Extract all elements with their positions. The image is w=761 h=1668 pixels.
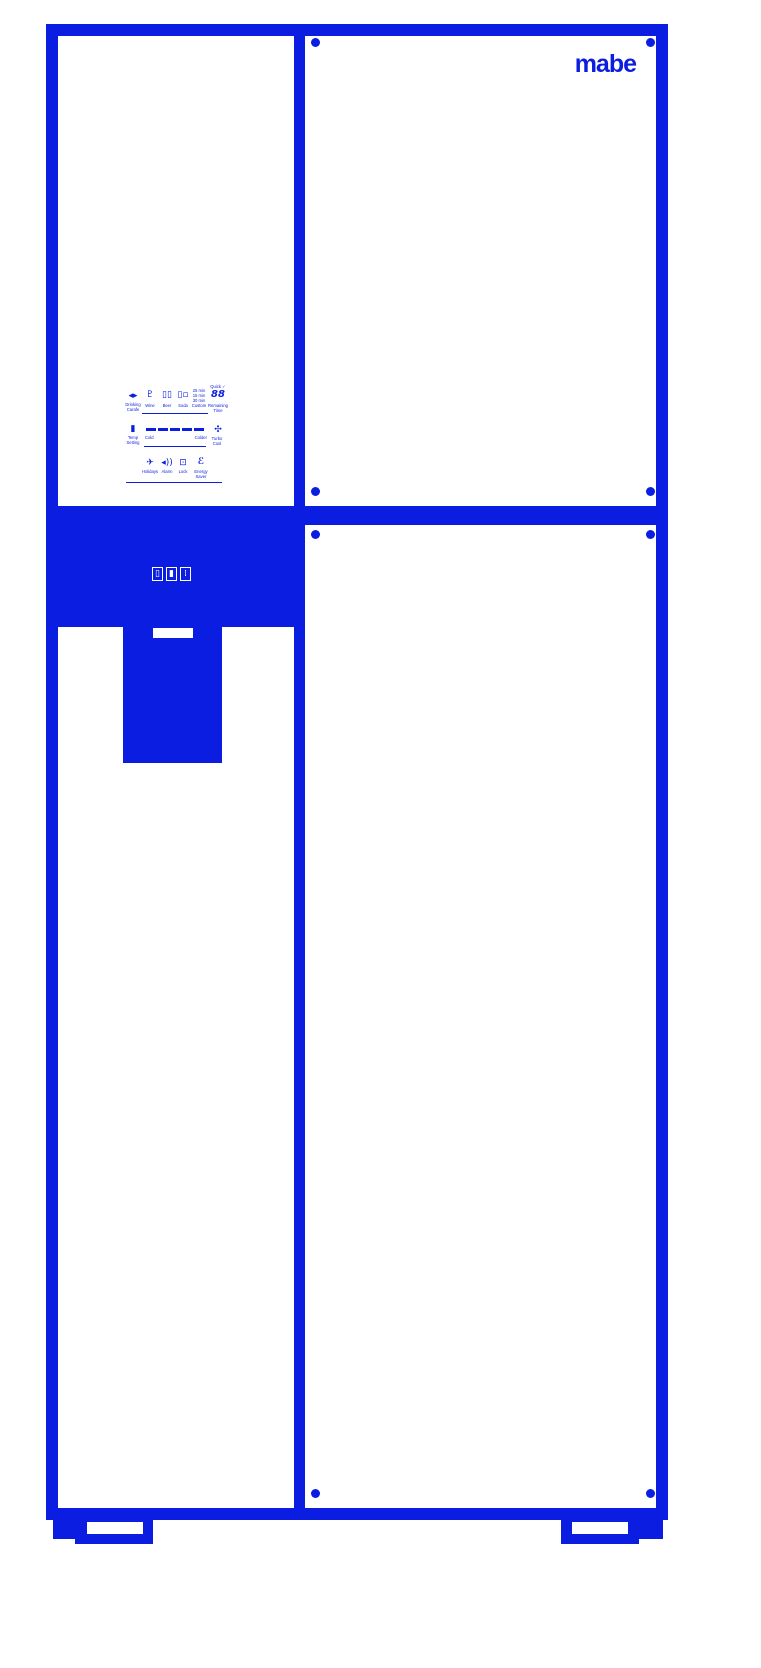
soda-icon[interactable]: ▯▫ xyxy=(177,390,189,400)
dispenser-spout xyxy=(153,628,193,638)
foot-right-lower xyxy=(561,1536,639,1544)
alarm-icon[interactable]: ◂)) xyxy=(161,458,173,468)
holidays-icon[interactable]: ✈ xyxy=(146,458,154,468)
foot-left-slot xyxy=(87,1522,143,1534)
cold-label: Cold xyxy=(145,435,154,440)
drinking-water-icon[interactable]: ◂▸ xyxy=(128,391,138,401)
crushed-ice-button[interactable]: ⁞ xyxy=(180,567,191,581)
wine-label: Wine xyxy=(145,403,155,408)
screw-top-left xyxy=(311,530,320,539)
colder-label: Colder xyxy=(194,435,207,440)
remaining-time-label: Remaining Time xyxy=(207,403,229,413)
temp-setting-icon[interactable]: ▮ xyxy=(130,424,136,434)
row2-divider xyxy=(144,446,206,447)
custom-label: Custom xyxy=(191,403,207,408)
screw-bottom-left xyxy=(311,1489,320,1498)
soda-label: Soda xyxy=(178,403,188,408)
control-panel: ◂▸ Drinking Carafe ♇ Wine ▯▯ Beer ▯▫ Sod… xyxy=(120,384,230,484)
temp-setting-label: Temp Setting xyxy=(126,435,140,445)
brand-logo: mabe xyxy=(574,50,637,78)
screw-bottom-left xyxy=(311,487,320,496)
temp-segment-5 xyxy=(194,428,204,431)
screw-top-left xyxy=(311,38,320,47)
dispenser-buttons: ▯ ▮ ⁞ xyxy=(152,567,194,583)
fridge-lower-door[interactable] xyxy=(305,525,656,1508)
custom-option-2: 15 min xyxy=(192,393,206,398)
screw-bottom-right xyxy=(646,1489,655,1498)
turbo-cool-icon[interactable]: ✣ xyxy=(214,425,222,435)
wine-icon[interactable]: ♇ xyxy=(145,390,155,400)
foot-right-slot xyxy=(572,1522,628,1534)
lock-label: Lock xyxy=(178,469,188,474)
screw-top-right xyxy=(646,530,655,539)
remaining-time-display: 88 xyxy=(211,389,225,400)
foot-left-lower xyxy=(75,1536,153,1544)
temp-segment-2 xyxy=(158,428,168,431)
energy-saver-icon[interactable]: ℰ xyxy=(197,457,205,467)
lock-icon[interactable]: ⊡ xyxy=(179,458,187,468)
water-button[interactable]: ▯ xyxy=(152,567,163,581)
beer-icon[interactable]: ▯▯ xyxy=(162,390,172,400)
temp-segment-4 xyxy=(182,428,192,431)
freezer-lower-door[interactable] xyxy=(58,627,294,1508)
fridge-upper-door[interactable]: mabe xyxy=(305,36,656,506)
energy-saver-label: Energy Saver xyxy=(194,469,208,479)
alarm-label: Alarm xyxy=(161,469,173,474)
beer-label: Beer xyxy=(162,403,172,408)
row3-divider xyxy=(126,482,222,483)
cubed-ice-button[interactable]: ▮ xyxy=(166,567,177,581)
drinking-label: Drinking Carafe xyxy=(125,402,141,412)
holidays-label: Holidays xyxy=(141,469,159,474)
screw-top-right xyxy=(646,38,655,47)
custom-option-3: 30 min xyxy=(192,398,206,403)
freezer-upper-door[interactable] xyxy=(58,36,294,506)
remaining-header: Quick ✓ xyxy=(210,384,226,389)
screw-bottom-right xyxy=(646,487,655,496)
temp-segment-3 xyxy=(170,428,180,431)
temp-segment-1 xyxy=(146,428,156,431)
dispenser-recess xyxy=(123,627,222,763)
row1-divider xyxy=(142,413,208,414)
custom-option-1: 25 min xyxy=(192,388,206,393)
turbo-cool-label: Turbo Cool xyxy=(211,436,223,446)
